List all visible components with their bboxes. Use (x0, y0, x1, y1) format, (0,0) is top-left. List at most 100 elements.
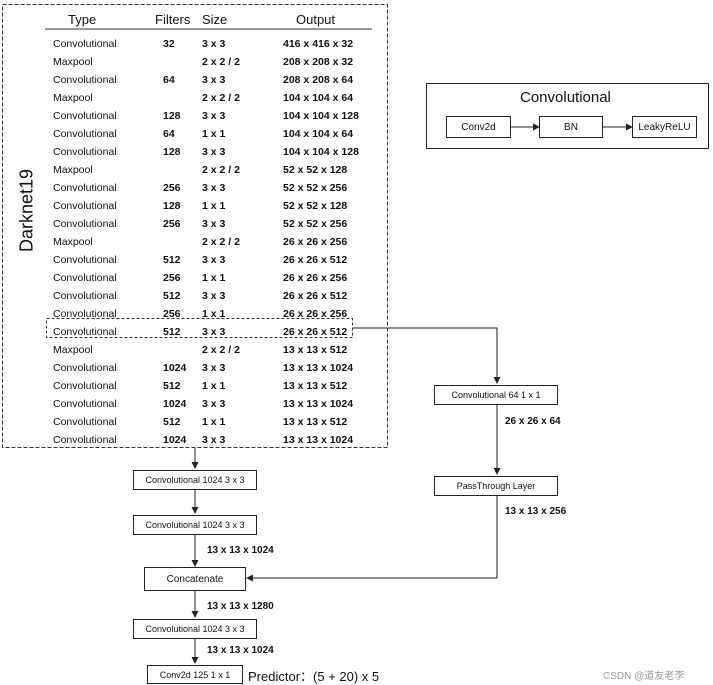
cell-output: 208 x 208 x 64 (283, 74, 354, 86)
cell-filters: 512 (163, 380, 181, 392)
cell-size: 3 x 3 (202, 362, 226, 374)
cell-filters: 1024 (163, 362, 187, 374)
branch-arrow-3 (246, 496, 498, 582)
head-conv-3-output: 13 x 13 x 1024 (207, 645, 274, 656)
header-filters: Filters (155, 12, 191, 27)
cell-output: 13 x 13 x 1024 (283, 398, 354, 410)
cell-type: Maxpool (53, 236, 93, 248)
cell-output: 13 x 13 x 1024 (283, 434, 354, 446)
cell-size: 3 x 3 (202, 110, 226, 122)
head-conv-2: Convolutional 1024 3 x 3 (133, 515, 257, 535)
cell-size: 3 x 3 (202, 74, 226, 86)
branch-conv-box: Convolutional 64 1 x 1 (434, 385, 558, 405)
cell-size: 1 x 1 (202, 308, 226, 320)
cell-output: 26 x 26 x 512 (283, 290, 348, 302)
cell-filters: 512 (163, 254, 181, 266)
cell-type: Maxpool (53, 92, 93, 104)
cell-filters: 512 (163, 290, 181, 302)
cell-output: 104 x 104 x 64 (283, 92, 354, 104)
branch-conv-output: 26 x 26 x 64 (505, 416, 561, 427)
cell-size: 1 x 1 (202, 416, 226, 428)
cell-filters: 1024 (163, 434, 187, 446)
cell-size: 3 x 3 (202, 254, 226, 266)
cell-filters: 512 (163, 416, 181, 428)
passthrough-box: PassThrough Layer (434, 476, 558, 496)
cell-type: Maxpool (53, 344, 93, 356)
cell-output: 26 x 26 x 256 (283, 308, 348, 320)
cell-type: Convolutional (53, 146, 117, 158)
cell-type: Convolutional (53, 218, 117, 230)
legend-conv2d-box: Conv2d (446, 116, 511, 138)
cell-filters: 128 (163, 146, 181, 158)
cell-type: Convolutional (53, 128, 117, 140)
cell-size: 3 x 3 (202, 146, 226, 158)
cell-filters: 128 (163, 200, 181, 212)
cell-size: 3 x 3 (202, 434, 226, 446)
cell-output: 416 x 416 x 32 (283, 38, 354, 50)
passthrough-output: 13 x 13 x 256 (505, 506, 567, 517)
head-conv-1: Convolutional 1024 3 x 3 (133, 470, 257, 490)
cell-type: Convolutional (53, 434, 117, 446)
cell-type: Convolutional (53, 416, 117, 428)
cell-filters: 1024 (163, 398, 187, 410)
cell-output: 26 x 26 x 256 (283, 236, 348, 248)
branch-arrow-1 (353, 327, 501, 384)
predictor-label: Predictor：(5 + 20) x 5 (248, 669, 380, 684)
cell-size: 2 x 2 / 2 (202, 344, 240, 356)
cell-type: Convolutional (53, 200, 117, 212)
cell-size: 3 x 3 (202, 218, 226, 230)
concatenate-output: 13 x 13 x 1280 (207, 601, 274, 612)
cell-size: 1 x 1 (202, 128, 226, 140)
cell-filters: 256 (163, 182, 181, 194)
cell-output: 52 x 52 x 256 (283, 218, 348, 230)
concatenate-box: Concatenate (144, 567, 246, 591)
cell-output: 26 x 26 x 512 (283, 326, 348, 338)
cell-size: 3 x 3 (202, 398, 226, 410)
watermark: CSDN @道友老李 (603, 671, 685, 682)
cell-output: 13 x 13 x 512 (283, 416, 348, 428)
cell-size: 3 x 3 (202, 182, 226, 194)
cell-filters: 512 (163, 326, 181, 338)
cell-filters: 64 (163, 128, 175, 140)
cell-filters: 64 (163, 74, 175, 86)
cell-output: 13 x 13 x 512 (283, 380, 348, 392)
cell-output: 104 x 104 x 128 (283, 110, 359, 122)
cell-size: 1 x 1 (202, 200, 226, 212)
legend-bn-box: BN (539, 116, 603, 138)
header-output: Output (296, 12, 336, 27)
cell-output: 208 x 208 x 32 (283, 56, 354, 68)
cell-size: 1 x 1 (202, 272, 226, 284)
cell-type: Maxpool (53, 56, 93, 68)
cell-type: Convolutional (53, 290, 117, 302)
head-conv-3: Convolutional 1024 3 x 3 (133, 619, 257, 639)
cell-filters: 32 (163, 38, 175, 50)
cell-type: Convolutional (53, 398, 117, 410)
cell-output: 52 x 52 x 128 (283, 164, 348, 176)
cell-type: Convolutional (53, 362, 117, 374)
cell-output: 13 x 13 x 512 (283, 344, 348, 356)
cell-size: 1 x 1 (202, 380, 226, 392)
legend-leakyrelu-box: LeakyReLU (632, 116, 697, 138)
legend-title: Convolutional (520, 89, 611, 106)
cell-type: Convolutional (53, 272, 117, 284)
cell-output: 26 x 26 x 256 (283, 272, 348, 284)
cell-output: 52 x 52 x 256 (283, 182, 348, 194)
cell-output: 104 x 104 x 64 (283, 128, 354, 140)
cell-type: Convolutional (53, 182, 117, 194)
header-size: Size (202, 12, 228, 27)
darknet-frame (2, 4, 388, 448)
legend-frame (426, 83, 709, 149)
cell-output: 13 x 13 x 1024 (283, 362, 354, 374)
darknet-title: Darknet19 (16, 168, 37, 253)
cell-size: 3 x 3 (202, 38, 226, 50)
cell-output: 26 x 26 x 512 (283, 254, 348, 266)
cell-size: 3 x 3 (202, 326, 226, 338)
header-type: Type (68, 12, 97, 27)
cell-size: 2 x 2 / 2 (202, 56, 240, 68)
cell-type: Convolutional (53, 110, 117, 122)
cell-filters: 256 (163, 308, 181, 320)
cell-type: Convolutional (53, 308, 117, 320)
cell-type: Maxpool (53, 164, 93, 176)
cell-filters: 256 (163, 272, 181, 284)
